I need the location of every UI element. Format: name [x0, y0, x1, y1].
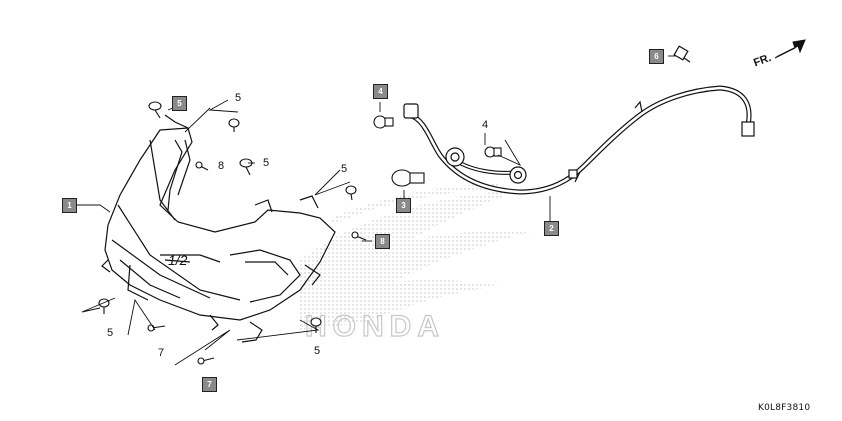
svg-text:HONDA: HONDA: [305, 310, 445, 343]
leader-lines: [77, 55, 676, 366]
callout-5-bottom: 5: [314, 345, 321, 357]
callout-8-boxed: 8: [375, 234, 390, 249]
callout-5-left: 5: [107, 327, 114, 339]
bulb-socket: [403, 103, 755, 184]
honda-watermark-text: HONDA: [304, 309, 445, 343]
wire-harness: [408, 85, 752, 195]
callout-3: 3: [396, 198, 411, 213]
callout-6: 6: [649, 49, 664, 64]
bulb: [373, 115, 502, 187]
callout-5-right: 5: [341, 163, 348, 175]
callout-5-top: 5: [235, 92, 242, 104]
callout-2: 2: [544, 221, 559, 236]
callout-5-boxed: 5: [172, 96, 187, 111]
front-direction-arrow: [774, 39, 806, 59]
callout-5-mid: 5: [263, 157, 270, 169]
honda-wing-watermark: [300, 183, 530, 330]
headlight-emblem: 1/2: [168, 252, 188, 268]
callout-4-plain: 4: [482, 119, 489, 131]
callout-1: 1: [62, 198, 77, 213]
headlight-assembly: 1/2: [101, 114, 336, 343]
callout-4-boxed: 4: [373, 84, 388, 99]
callout-7-plain: 7: [158, 347, 165, 359]
harness-clip: [673, 45, 691, 63]
callout-8-plain: 8: [218, 160, 225, 172]
diagram-code: K0L8F3810: [758, 403, 811, 413]
callout-7-boxed: 7: [202, 377, 217, 392]
